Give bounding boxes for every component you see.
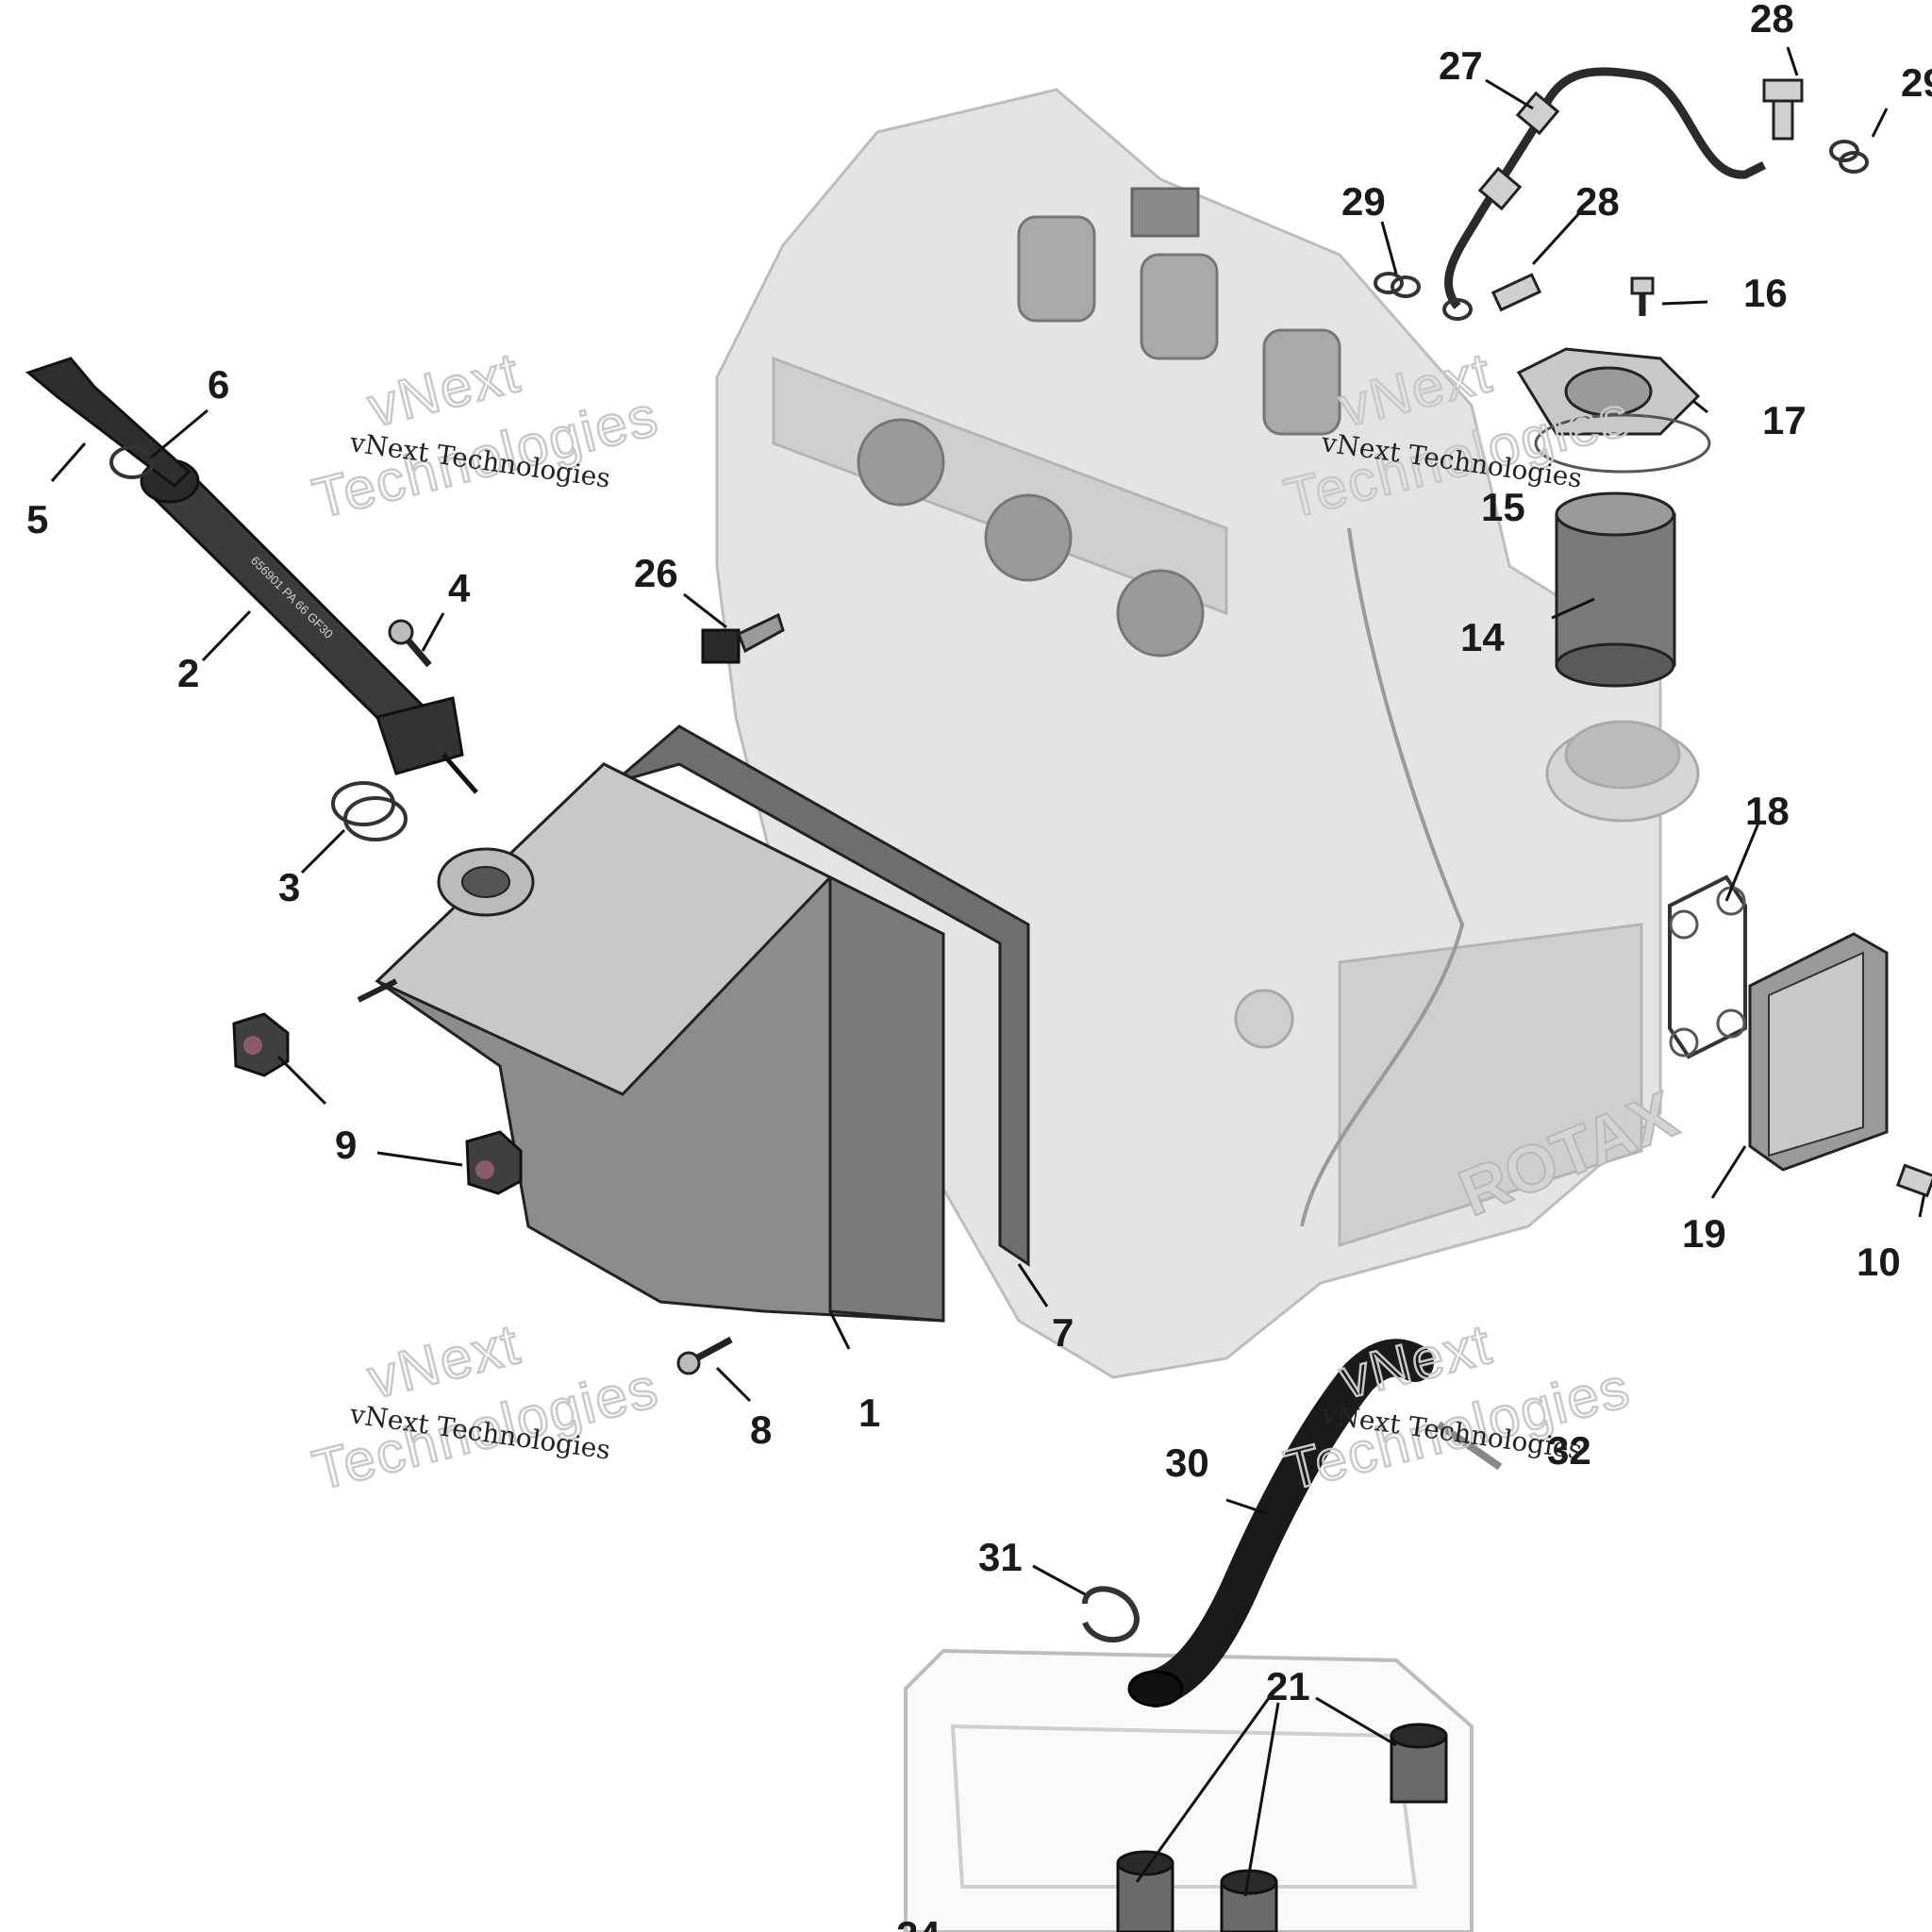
oil-pan-part-1 (357, 762, 945, 1323)
callout-5: 5 (26, 497, 48, 541)
oil-line-fitting-a (1477, 166, 1523, 211)
clamp-part-31 (1082, 1586, 1141, 1643)
callout-28-top: 28 (1750, 0, 1794, 41)
callout-1: 1 (858, 1391, 880, 1435)
screw-part-4 (388, 619, 432, 668)
strainer-part-21-b (1116, 1850, 1174, 1932)
hose-part-30 (1137, 1339, 1434, 1707)
screw-part-16 (1630, 276, 1655, 316)
callout-21: 21 (1266, 1664, 1310, 1708)
drain-plug-part-9-b (465, 1130, 523, 1195)
banjo-bolt-part-28-b (1491, 273, 1542, 312)
fitting-part-32 (1436, 1421, 1503, 1471)
sensor-part-26 (701, 612, 785, 664)
hose-end (1127, 1670, 1184, 1707)
callout-30: 30 (1165, 1441, 1209, 1485)
oil-filter-part-14 (1555, 491, 1676, 688)
callout-16: 16 (1743, 271, 1788, 315)
callout-18: 18 (1745, 789, 1790, 833)
callout-19: 19 (1682, 1211, 1726, 1256)
washer-part-29-b (1391, 275, 1421, 298)
engine-block: ROTAX (715, 88, 1700, 1379)
callout-29-mid: 29 (1341, 179, 1386, 224)
o-ring-part-15 (1534, 413, 1711, 474)
callout-29-top: 29 (1901, 60, 1932, 105)
callout-27: 27 (1439, 43, 1483, 88)
gasket-part-18 (1668, 874, 1747, 1059)
watermark-bottom-left: vNext Technologies (306, 1311, 666, 1504)
callout-24: 24 (896, 1913, 941, 1932)
callout-7: 7 (1052, 1310, 1074, 1355)
drain-plug-part-9-a (232, 1012, 290, 1077)
watermark-top-left: vNext Technologies (306, 340, 666, 532)
o-ring-part-3-a (331, 781, 395, 826)
filler-tube-part-2: 656901 PA 66 GF30 (140, 458, 478, 794)
callout-32: 32 (1547, 1428, 1591, 1473)
o-ring-part-3-b (343, 796, 408, 841)
filter-cover-part-17 (1516, 347, 1701, 436)
gasket-part-7 (612, 724, 1030, 1267)
callout-14: 14 (1460, 615, 1505, 659)
callout-2: 2 (177, 651, 199, 695)
callout-6: 6 (208, 362, 229, 407)
bolt-part-8 (676, 1336, 733, 1375)
callout-8: 8 (750, 1407, 772, 1452)
banjo-part-27 (1442, 298, 1473, 321)
callout-31: 31 (978, 1535, 1023, 1579)
banjo-bolt-part-28-a (1762, 78, 1804, 141)
callout-9: 9 (335, 1123, 357, 1167)
callout-3: 3 (278, 865, 300, 909)
callout-17: 17 (1762, 398, 1807, 442)
strainer-part-21-c (1220, 1869, 1278, 1932)
callout-28-mid: 28 (1575, 179, 1620, 224)
washer-part-29-c (1829, 140, 1859, 162)
o-ring-part-6 (109, 445, 155, 479)
washer-part-29-d (1839, 151, 1869, 174)
callout-26: 26 (634, 551, 678, 595)
oil-cooler-part-19 (1748, 932, 1889, 1172)
leader-lines (50, 46, 1926, 1897)
pin-part-10 (1895, 1163, 1932, 1198)
washer-part-29-a (1374, 272, 1404, 294)
oil-line-part-27 (1444, 67, 1767, 309)
lower-plate (904, 1648, 1474, 1932)
callout-15: 15 (1481, 485, 1525, 529)
strainer-part-21-a (1390, 1723, 1448, 1804)
callout-4: 4 (448, 566, 471, 610)
callout-numbers: 1 2 3 4 5 6 7 8 9 10 14 15 16 17 18 19 2… (26, 0, 1932, 1932)
dipstick-part-5 (25, 357, 192, 488)
callout-10: 10 (1857, 1240, 1901, 1284)
